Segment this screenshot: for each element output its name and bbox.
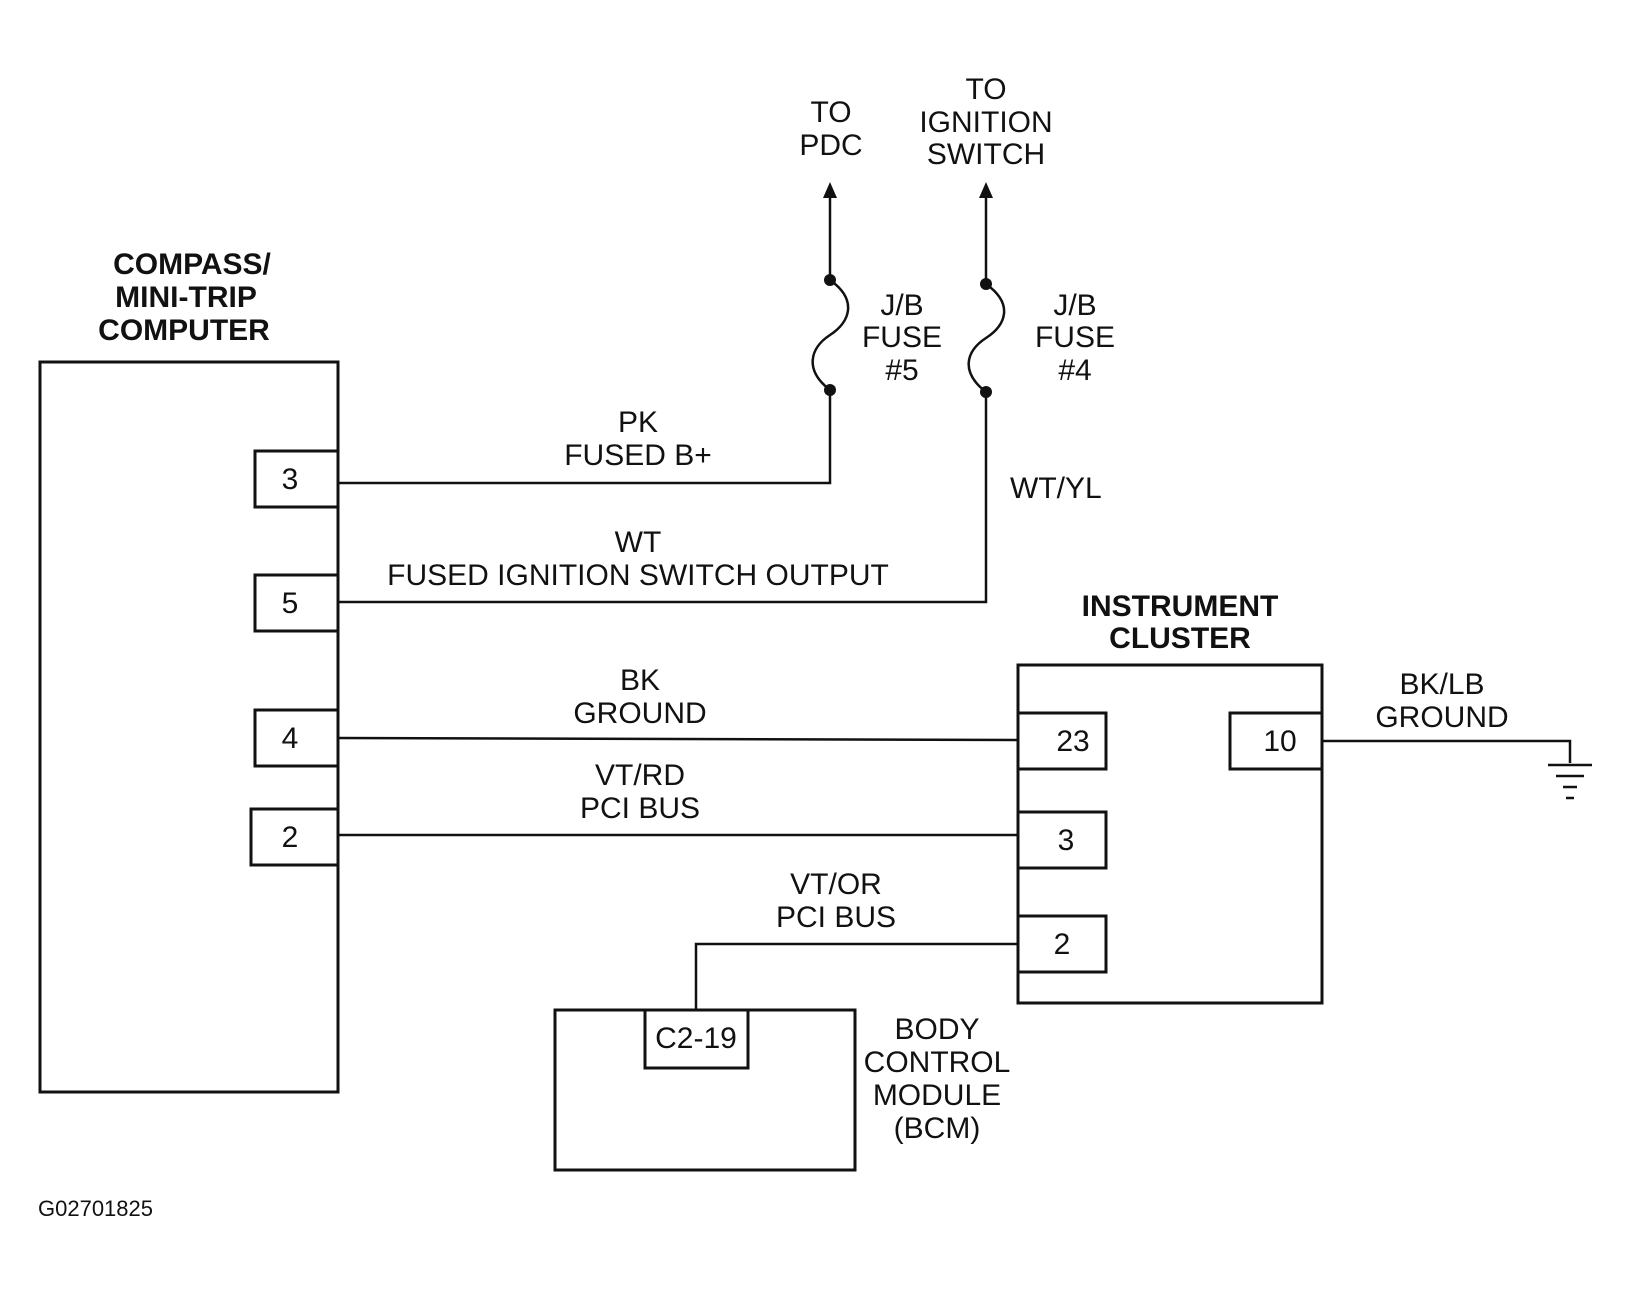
bcm-title-line-3: MODULE bbox=[873, 1079, 1001, 1112]
bcm-pin-c2-19 bbox=[643, 1008, 750, 1070]
cluster-title-line-2: CLUSTER bbox=[1109, 622, 1251, 655]
wire-vtrd-label-line-1: VT/RD bbox=[595, 759, 685, 792]
fuse4-label-line-3: #4 bbox=[1058, 354, 1091, 387]
fuse-4-symbol bbox=[967, 278, 1006, 398]
fuse5-label-line-1: J/B bbox=[880, 289, 923, 322]
wire-bklb-label-line-1: BK/LB bbox=[1399, 668, 1484, 701]
pdc-label-line-1: TO bbox=[810, 96, 851, 129]
wire-wt-label-line-1: WT bbox=[615, 526, 662, 559]
wire-vtrd-label-line-2: PCI BUS bbox=[580, 792, 700, 825]
compass-pin-5 bbox=[253, 573, 340, 633]
instrument-cluster: INSTRUMENT CLUSTER 23 3 2 10 bbox=[1016, 590, 1324, 1005]
compass-mini-trip-computer: COMPASS/ MINI-TRIP COMPUTER 3 5 4 2 bbox=[38, 248, 340, 1094]
compass-pin-3 bbox=[253, 449, 340, 509]
wire-wtyl-label: WT/YL bbox=[1010, 472, 1102, 505]
figure-id: G02701825 bbox=[38, 1196, 153, 1221]
bcm-title-line-1: BODY bbox=[894, 1013, 979, 1046]
compass-title-line-1: COMPASS/ bbox=[113, 248, 271, 281]
cluster-pin-2-label: 2 bbox=[1054, 928, 1071, 961]
compass-pin-2 bbox=[249, 807, 340, 867]
pdc-label-line-2: PDC bbox=[799, 129, 862, 162]
bcm-title-line-2: CONTROL bbox=[864, 1046, 1011, 1079]
wire-bk-label-line-1: BK bbox=[620, 664, 660, 697]
cluster-pin-10-label: 10 bbox=[1263, 725, 1296, 758]
wire-vtor-label-line-2: PCI BUS bbox=[776, 901, 896, 934]
wires bbox=[337, 195, 1572, 1012]
fuse5-label-line-2: FUSE bbox=[862, 321, 942, 354]
wire-wt-label-line-2: FUSED IGNITION SWITCH OUTPUT bbox=[387, 559, 889, 592]
ignition-label-line-1: TO bbox=[965, 73, 1006, 106]
wire-pk-fused-b-plus bbox=[338, 390, 832, 485]
body-control-module: C2-19 BODY CONTROL MODULE (BCM) bbox=[553, 1008, 1011, 1172]
compass-pin-2-label: 2 bbox=[282, 821, 299, 854]
cluster-pin-2 bbox=[1016, 914, 1108, 974]
cluster-pin-23 bbox=[1016, 711, 1108, 771]
compass-title-line-3: COMPUTER bbox=[98, 314, 270, 347]
wire-pk-label-line-1: PK bbox=[618, 406, 658, 439]
wire-pk-label-line-2: FUSED B+ bbox=[564, 439, 712, 472]
compass-pin-4 bbox=[253, 708, 340, 768]
arrow-up-pdc bbox=[823, 182, 837, 198]
ground-symbol bbox=[1548, 763, 1592, 800]
wire-wt-fused-ignition bbox=[338, 392, 988, 604]
fuse4-label-line-1: J/B bbox=[1053, 289, 1096, 322]
fuse4-label-line-2: FUSE bbox=[1035, 321, 1115, 354]
fuse5-label-line-3: #5 bbox=[885, 354, 918, 387]
compass-pin-5-label: 5 bbox=[282, 587, 299, 620]
wire-bk-label-line-2: GROUND bbox=[573, 697, 706, 730]
wire-bk-ground bbox=[337, 736, 1019, 742]
compass-pin-3-label: 3 bbox=[282, 463, 299, 496]
cluster-title-line-1: INSTRUMENT bbox=[1082, 590, 1279, 623]
cluster-pin-10 bbox=[1228, 711, 1324, 771]
ignition-label-line-2: IGNITION bbox=[919, 106, 1052, 139]
cluster-pin-23-label: 23 bbox=[1056, 725, 1089, 758]
wire-vtor-label-line-1: VT/OR bbox=[790, 868, 882, 901]
compass-title-line-2: MINI-TRIP bbox=[115, 281, 257, 314]
compass-pin-4-label: 4 bbox=[282, 722, 299, 755]
cluster-pin-3 bbox=[1016, 810, 1108, 870]
fuse-5-symbol bbox=[811, 274, 850, 396]
bcm-title-line-4: (BCM) bbox=[894, 1112, 981, 1145]
bcm-pin-c2-19-label: C2-19 bbox=[655, 1022, 737, 1055]
wire-bklb-ground bbox=[1322, 739, 1572, 763]
arrow-up-ignition bbox=[979, 182, 993, 198]
ignition-label-line-3: SWITCH bbox=[927, 138, 1045, 171]
cluster-pin-3-label: 3 bbox=[1058, 824, 1075, 857]
wire-vtor-pci-bus bbox=[694, 942, 1018, 1012]
wire-bklb-label-line-2: GROUND bbox=[1375, 701, 1508, 734]
